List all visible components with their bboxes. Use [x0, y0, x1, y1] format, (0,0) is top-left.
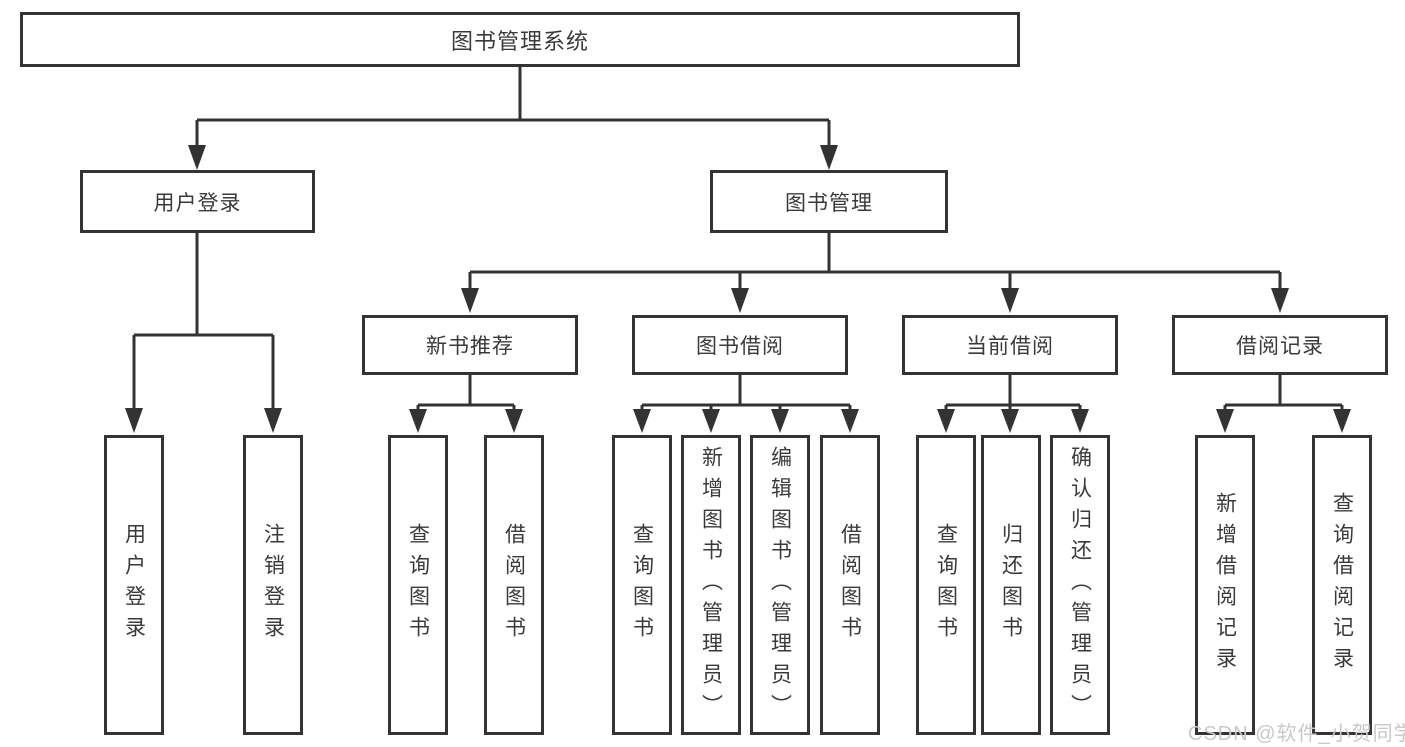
leaf-query-books-3: 查询图书: [916, 435, 976, 735]
node-label: 新增图书（管理员）: [699, 445, 723, 725]
node-label: 查询图书: [934, 523, 958, 647]
node-book-borrowing: 图书借阅: [632, 315, 848, 375]
node-label: 归还图书: [999, 523, 1023, 647]
connector-user-login-children: [125, 233, 282, 433]
node-label: 注销登录: [261, 523, 285, 647]
leaf-query-books-2: 查询图书: [612, 435, 672, 735]
node-book-management-branch: 图书管理: [710, 170, 948, 233]
leaf-edit-books-admin: 编辑图书（管理员）: [750, 435, 810, 735]
node-label: 借阅图书: [838, 523, 862, 647]
node-label: 借阅图书: [502, 523, 526, 647]
node-label: 图书管理: [785, 191, 873, 215]
node-label: 图书借阅: [696, 335, 784, 358]
node-user-login-branch: 用户登录: [80, 170, 315, 233]
node-label: 借阅记录: [1236, 335, 1324, 358]
node-borrowing-records: 借阅记录: [1172, 315, 1388, 375]
connector-root-to-level1: [188, 67, 838, 170]
leaf-query-borrow-record: 查询借阅记录: [1312, 435, 1372, 735]
leaf-query-books-1: 查询图书: [388, 435, 448, 735]
node-current-borrowing: 当前借阅: [902, 315, 1118, 375]
connector-book-mgmt-children: [461, 233, 1289, 313]
node-label: 确认归还（管理员）: [1068, 445, 1092, 725]
node-new-book-recommend: 新书推荐: [362, 315, 578, 375]
leaf-logout: 注销登录: [243, 435, 303, 735]
node-label: 图书管理系统: [450, 28, 589, 54]
connector-book-borrow-children: [633, 375, 859, 433]
leaf-borrow-books-2: 借阅图书: [820, 435, 880, 735]
node-label: 查询图书: [406, 523, 430, 647]
node-label: 查询借阅记录: [1330, 492, 1354, 678]
node-label: 当前借阅: [966, 335, 1054, 358]
leaf-user-login: 用户登录: [104, 435, 164, 735]
connector-borrow-records-children: [1216, 375, 1351, 433]
leaf-add-borrow-record: 新增借阅记录: [1195, 435, 1255, 735]
node-label: 用户登录: [153, 191, 242, 215]
node-label: 编辑图书（管理员）: [768, 445, 792, 725]
watermark: CSDN @软件_小贺同学: [1188, 723, 1405, 745]
node-label: 新增借阅记录: [1213, 492, 1237, 678]
node-label: 查询图书: [630, 523, 654, 647]
connector-current-borrow-children: [937, 375, 1089, 433]
leaf-borrow-books-1: 借阅图书: [484, 435, 544, 735]
leaf-return-books: 归还图书: [981, 435, 1041, 735]
node-label: 用户登录: [122, 523, 146, 647]
leaf-add-books-admin: 新增图书（管理员）: [681, 435, 741, 735]
connector-new-book-rec-children: [409, 375, 523, 433]
node-label: 新书推荐: [426, 335, 514, 358]
leaf-confirm-return-admin: 确认归还（管理员）: [1050, 435, 1110, 735]
node-root-system: 图书管理系统: [20, 12, 1020, 67]
